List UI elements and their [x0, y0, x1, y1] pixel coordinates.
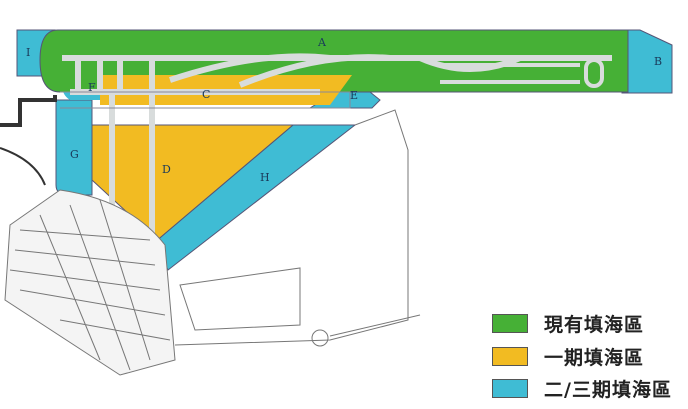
zone-B: [621, 29, 673, 94]
zone-label-A: A: [317, 36, 327, 49]
zone-label-B: B: [654, 55, 662, 68]
legend-item-phase1: 一期填海區: [492, 343, 644, 370]
zone-label-E: E: [350, 89, 358, 102]
legend-swatch-green: [492, 314, 528, 333]
zone-label-F: F: [88, 81, 96, 94]
city-outline: [0, 95, 421, 376]
zone-label-D: D: [162, 163, 171, 176]
zone-label-H: H: [260, 171, 270, 184]
legend-label: 現有填海區: [544, 314, 645, 336]
zone-label-G: G: [70, 148, 79, 161]
zone-label-C: C: [202, 88, 210, 101]
runway-strip: [60, 91, 351, 109]
zone-label-I: I: [26, 46, 30, 59]
legend-item-phase23: 二/三期填海區: [492, 375, 672, 402]
legend-item-existing: 現有填海區: [492, 310, 644, 337]
legend-label: 二/三期填海區: [544, 379, 672, 401]
legend-label: 一期填海區: [544, 347, 645, 369]
legend-swatch-yellow: [492, 347, 528, 366]
legend-swatch-blue: [492, 379, 528, 398]
